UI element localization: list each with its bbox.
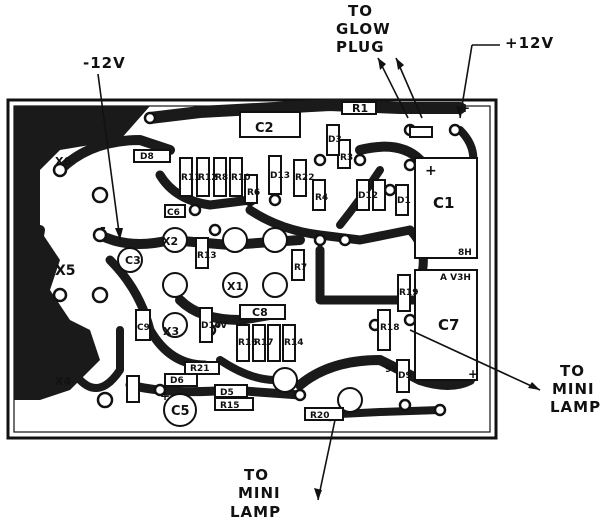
label-r17: R17 bbox=[254, 338, 273, 348]
label-d5: D5 bbox=[220, 388, 234, 398]
label-r19: R19 bbox=[399, 288, 418, 298]
label-x6-minus: - bbox=[100, 220, 106, 236]
to-glow-plug-line1: TO bbox=[348, 2, 373, 20]
label-r16: R16 bbox=[238, 338, 257, 348]
to-mini-lamp-bottom-line2: MINI bbox=[238, 484, 281, 502]
capacitor-c7-body bbox=[414, 269, 478, 381]
label-c9: C9 bbox=[137, 323, 150, 333]
diode-bodies bbox=[126, 124, 433, 403]
transistor-e bbox=[222, 272, 248, 298]
minus-12v-arrowhead bbox=[115, 228, 123, 240]
label-r11: R11 bbox=[181, 173, 200, 183]
label-r8: R8 bbox=[215, 173, 228, 183]
label-c5-plus: + bbox=[160, 389, 170, 403]
capacitor-c3-body bbox=[117, 247, 143, 273]
external-connection-labels: TO GLOW PLUG +12V -12V TO MINI LAMP TO M… bbox=[83, 2, 600, 521]
label-r1: R1 bbox=[352, 102, 368, 115]
label-c1: C1 bbox=[433, 194, 454, 212]
label-d12: D12 bbox=[358, 191, 378, 201]
label-r14: R14 bbox=[284, 338, 303, 348]
label-c3: C3 bbox=[125, 254, 141, 267]
label-r18: R18 bbox=[380, 323, 399, 333]
label-c2: C2 bbox=[255, 121, 274, 136]
label-x1: X1 bbox=[227, 280, 243, 293]
capacitor-c5-body bbox=[163, 393, 197, 427]
transistors bbox=[162, 227, 363, 413]
label-c8: C8 bbox=[252, 306, 268, 319]
label-c1-rating: 8H bbox=[458, 248, 472, 258]
label-power-plus: + bbox=[460, 101, 470, 115]
label-x4: X4 bbox=[55, 375, 71, 388]
to-mini-lamp-bottom-line1: TO bbox=[244, 466, 269, 484]
label-d10: D10 bbox=[201, 321, 221, 331]
capacitor-c9-body bbox=[135, 309, 151, 341]
transistor-c bbox=[262, 227, 288, 253]
label-d9: D9 bbox=[398, 371, 412, 381]
to-mini-lamp-bottom-line3: LAMP bbox=[230, 503, 281, 521]
transistor-d bbox=[162, 272, 188, 298]
leader-arrows bbox=[97, 44, 541, 501]
label-d9-voltage: 9V bbox=[385, 365, 398, 375]
label-c1-plus: + bbox=[425, 163, 437, 179]
label-r12: R12 bbox=[198, 173, 217, 183]
label-d8: D8 bbox=[140, 152, 154, 162]
label-x3: X3 bbox=[163, 325, 179, 338]
transistor-f bbox=[262, 272, 288, 298]
label-x6: X6 bbox=[55, 155, 71, 168]
transistor-g bbox=[162, 312, 188, 338]
label-r3: R3 bbox=[340, 153, 353, 163]
label-r20: R20 bbox=[310, 411, 329, 421]
label-r13: R13 bbox=[197, 251, 216, 261]
to-mini-lamp-right-line1: TO bbox=[560, 362, 585, 380]
label-x2: X2 bbox=[162, 235, 178, 248]
glow-plug-arrowhead-2 bbox=[396, 58, 404, 70]
label-r7: R7 bbox=[294, 263, 307, 273]
label-r10: R10 bbox=[231, 173, 250, 183]
capacitor-c1-body bbox=[414, 157, 478, 259]
plus-12v-label: +12V bbox=[505, 34, 554, 52]
transistor-a bbox=[162, 227, 188, 253]
label-c7: C7 bbox=[438, 316, 459, 334]
component-labels: R1 C2 C1 8H C7 A V3H C5 C3 C8 C9 C6 X1 X… bbox=[55, 101, 478, 421]
to-mini-lamp-right-line3: LAMP bbox=[550, 398, 600, 416]
mini-lamp-bottom-arrowhead bbox=[314, 488, 322, 500]
label-c6: C6 bbox=[167, 208, 180, 218]
to-glow-plug-line2: GLOW bbox=[336, 20, 391, 38]
label-c7-plus: + bbox=[468, 367, 478, 381]
label-d6: D6 bbox=[170, 376, 184, 386]
capacitor-c6-body bbox=[164, 204, 186, 218]
transistor-i bbox=[337, 387, 363, 413]
label-r6: R6 bbox=[247, 188, 260, 198]
label-r21: R21 bbox=[190, 364, 209, 374]
label-d13: D13 bbox=[270, 171, 290, 181]
label-r22: R22 bbox=[295, 173, 314, 183]
plus-12v-arrowhead bbox=[456, 106, 464, 118]
mini-lamp-right-arrowhead bbox=[528, 382, 540, 390]
label-c7-rating: A V3H bbox=[440, 273, 471, 283]
label-d10-voltage: 4V bbox=[214, 321, 227, 331]
label-r4: R4 bbox=[315, 193, 328, 203]
resistor-bodies bbox=[179, 101, 411, 421]
capacitor-c8-body bbox=[239, 304, 286, 320]
transistor-b bbox=[222, 227, 248, 253]
label-c5: C5 bbox=[171, 404, 190, 419]
glow-plug-arrowhead-1 bbox=[378, 58, 386, 70]
transistor-h bbox=[272, 367, 298, 393]
label-d1: D1 bbox=[397, 196, 411, 206]
label-x5: X5 bbox=[55, 263, 76, 279]
to-glow-plug-line3: PLUG bbox=[336, 38, 385, 56]
to-mini-lamp-right-line2: MINI bbox=[552, 380, 595, 398]
label-r15: R15 bbox=[220, 401, 239, 411]
label-d3: D3 bbox=[328, 135, 342, 145]
capacitor-c2-body bbox=[239, 111, 301, 138]
minus-12v-label: -12V bbox=[83, 54, 126, 72]
